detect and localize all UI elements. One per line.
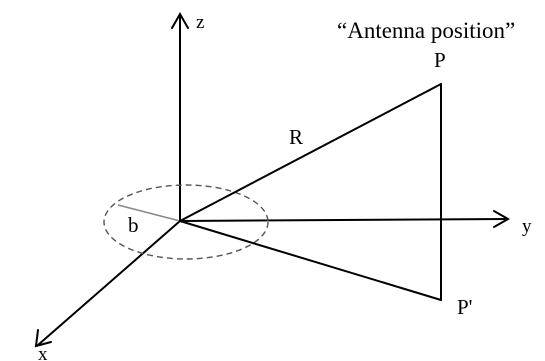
r-label: R [289, 125, 303, 149]
line-to-p-prime [179, 220, 442, 301]
x-axis [37, 220, 181, 346]
radius-b-label: b [128, 213, 139, 237]
z-axis-arrowhead [171, 11, 189, 29]
x-axis-arrowhead [34, 329, 52, 348]
x-axis-label: x [38, 344, 48, 361]
y-axis-label: y [522, 216, 532, 237]
y-axis [179, 218, 508, 222]
antenna-position-caption: “Antenna position” [337, 18, 515, 43]
r-line-to-p [179, 83, 442, 222]
radius-b-line [117, 204, 181, 222]
point-p-label: P [434, 48, 446, 72]
y-axis-arrowhead [493, 210, 511, 228]
point-p-prime-label: P' [457, 295, 472, 319]
z-axis-label: z [196, 12, 204, 33]
dashed-loop-ellipse [103, 184, 269, 260]
